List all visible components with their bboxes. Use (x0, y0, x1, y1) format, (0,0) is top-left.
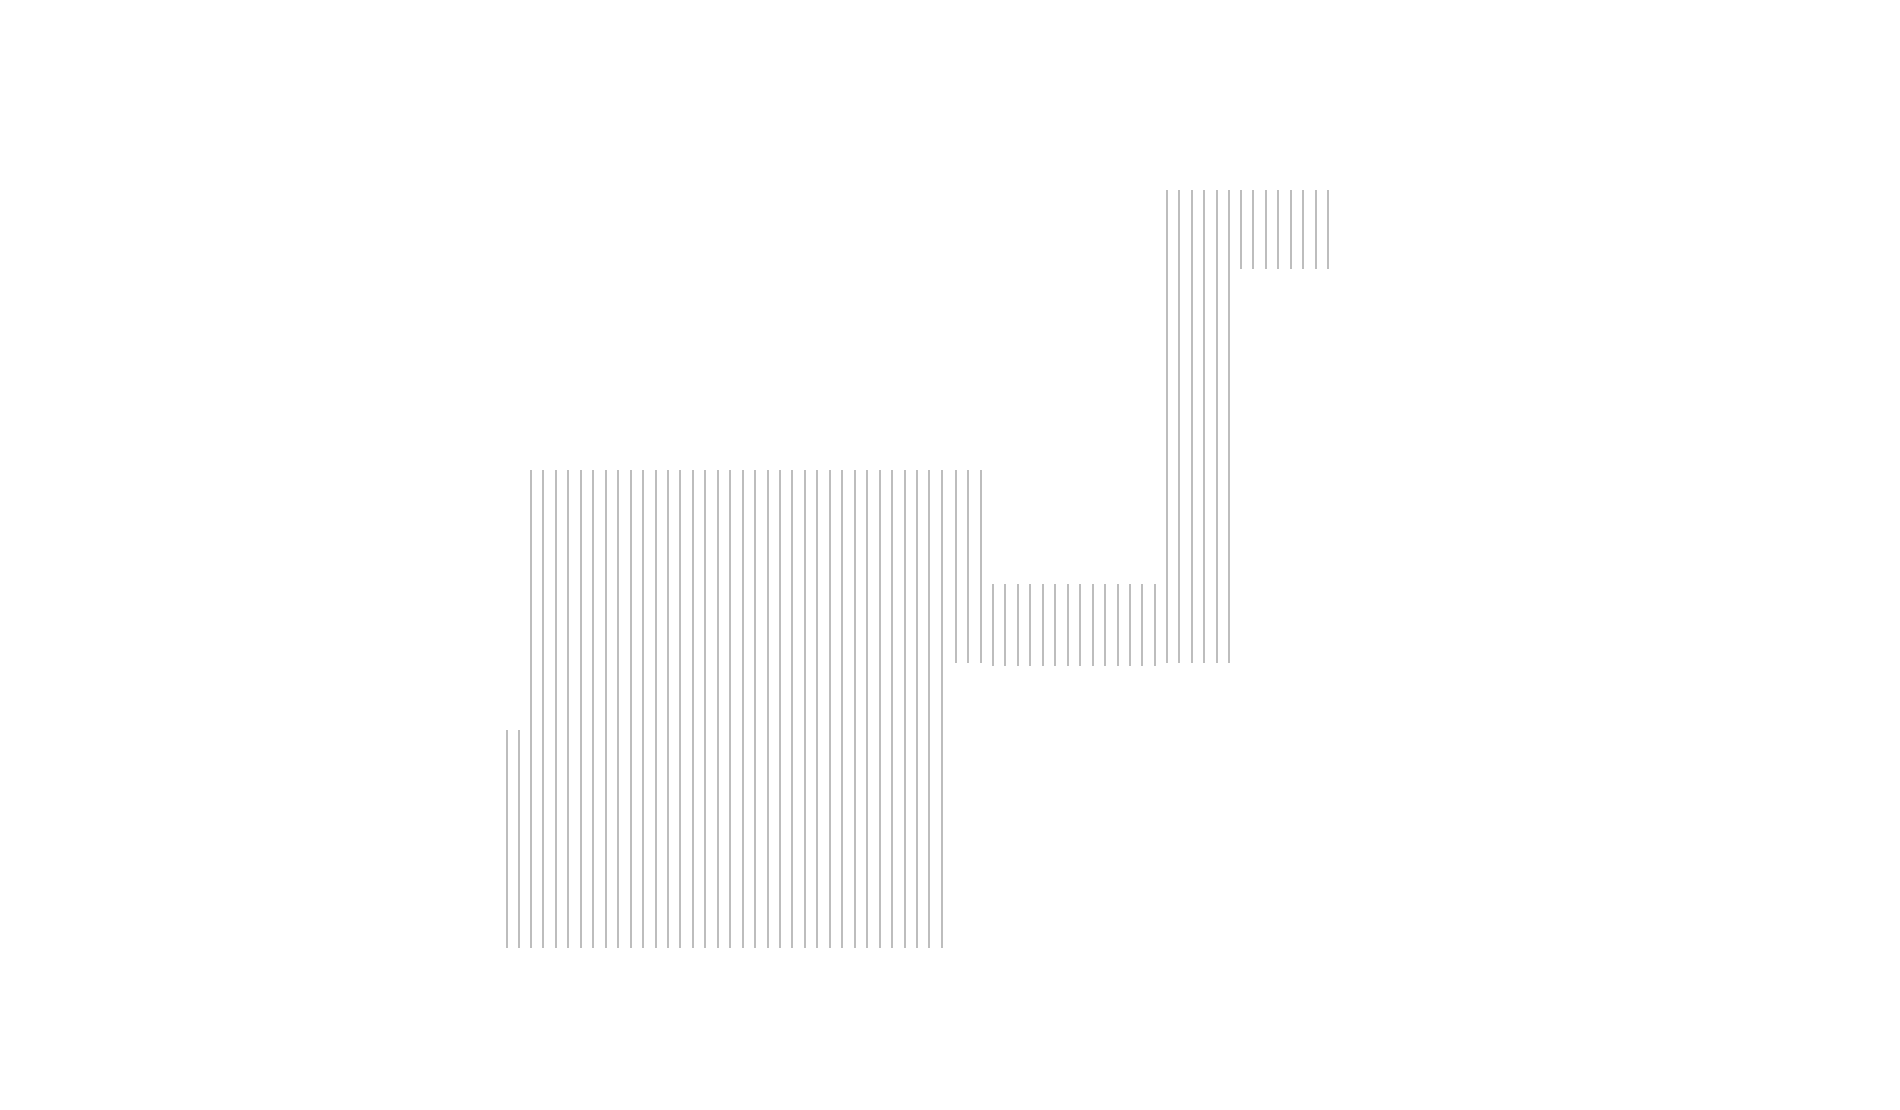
vertical-line (804, 470, 806, 948)
vertical-line (1054, 584, 1056, 666)
vertical-line (1042, 584, 1044, 666)
vertical-line (767, 470, 769, 948)
vertical-line (1240, 190, 1242, 269)
vertical-line (1092, 584, 1094, 666)
vertical-line (1302, 190, 1304, 269)
vertical-line (1079, 584, 1081, 666)
vertical-line (630, 470, 632, 948)
vertical-line (1277, 190, 1279, 269)
vertical-line (655, 470, 657, 948)
vertical-line (667, 470, 669, 948)
vertical-line (567, 470, 569, 948)
vertical-line (904, 470, 906, 948)
vertical-line (530, 470, 532, 948)
vertical-line (879, 470, 881, 948)
vertical-line (1154, 584, 1156, 666)
vertical-line (1004, 584, 1006, 666)
vertical-line (1029, 584, 1031, 666)
vertical-line (992, 584, 994, 666)
vertical-line (1104, 584, 1106, 666)
vertical-line (542, 470, 544, 948)
vertical-line (854, 470, 856, 948)
vertical-line (754, 470, 756, 948)
vertical-line (506, 730, 508, 948)
vertical-line (1315, 190, 1317, 269)
vertical-line (891, 470, 893, 948)
vertical-line (955, 470, 957, 663)
vertical-line (555, 470, 557, 948)
vertical-line (605, 470, 607, 948)
vertical-line (941, 470, 943, 948)
vertical-line (1290, 190, 1292, 269)
vertical-line (729, 470, 731, 948)
vertical-line (1178, 190, 1180, 663)
vertical-line (1216, 190, 1218, 663)
vertical-line (518, 730, 520, 948)
vertical-line (592, 470, 594, 948)
vertical-line (967, 470, 969, 663)
vertical-line (617, 470, 619, 948)
vertical-line (1265, 190, 1267, 269)
vertical-line (1327, 190, 1329, 269)
vertical-line (791, 470, 793, 948)
vertical-line (742, 470, 744, 948)
vertical-line (1067, 584, 1069, 666)
vertical-line (1141, 584, 1143, 666)
vertical-line (1191, 190, 1193, 663)
vertical-line (829, 470, 831, 948)
vertical-line (816, 470, 818, 948)
vertical-line (1252, 190, 1254, 269)
vertical-line (980, 470, 982, 663)
vertical-line (717, 470, 719, 948)
vertical-line (580, 470, 582, 948)
vertical-line (704, 470, 706, 948)
vertical-line (692, 470, 694, 948)
vertical-line (679, 470, 681, 948)
vertical-line (1166, 190, 1168, 663)
vertical-line (1129, 584, 1131, 666)
vertical-line (866, 470, 868, 948)
vertical-line (841, 470, 843, 948)
vertical-line (1203, 190, 1205, 663)
vertical-line (916, 470, 918, 948)
vertical-line (642, 470, 644, 948)
vertical-line (928, 470, 930, 948)
vertical-line (1117, 584, 1119, 666)
vertical-line (1017, 584, 1019, 666)
vertical-line (779, 470, 781, 948)
vertical-line (1228, 190, 1230, 663)
